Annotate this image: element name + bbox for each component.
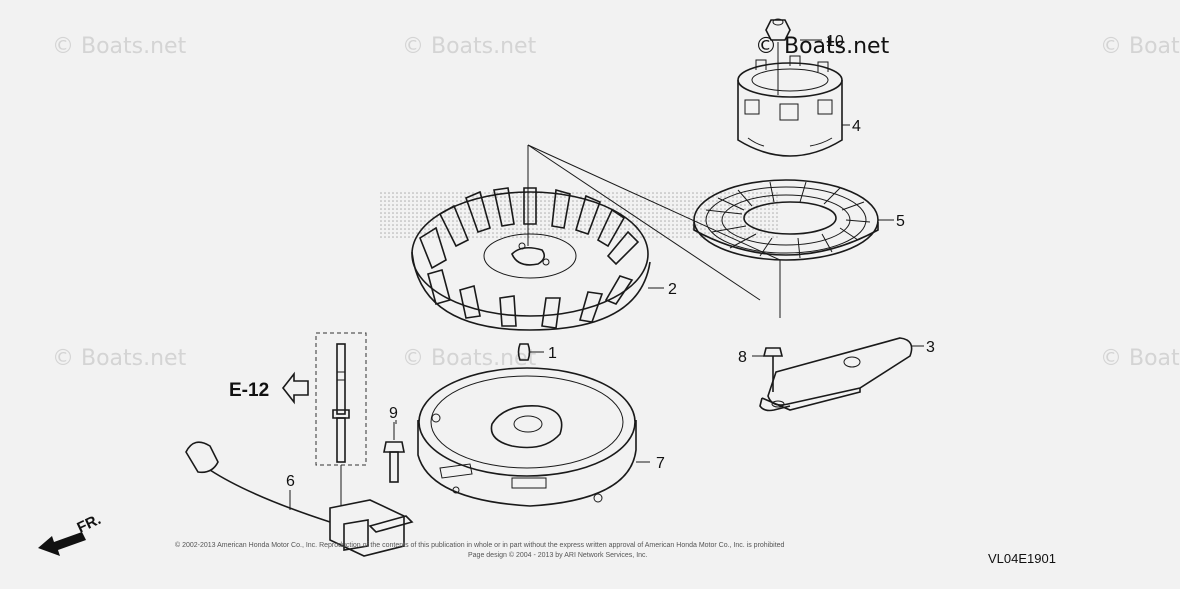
callout-1: 1 <box>548 345 557 362</box>
watermark: © Boats.net <box>52 34 187 59</box>
part-bolt-8 <box>752 347 784 392</box>
diagram-code: VL04E1901 <box>988 551 1056 566</box>
callout-2: 2 <box>668 281 677 298</box>
callout-6: 6 <box>286 473 295 490</box>
direction-label: FR. <box>75 511 104 537</box>
callout-9: 9 <box>389 405 398 422</box>
part-key <box>517 343 544 361</box>
callout-4: 4 <box>852 118 861 135</box>
reference-arrow <box>281 371 309 405</box>
watermark: © Boats.net <box>402 34 537 59</box>
callout-8: 8 <box>738 349 747 366</box>
part-rotor <box>417 367 650 507</box>
copyright-line-1: © 2002-2013 American Honda Motor Co., In… <box>175 541 785 549</box>
front-arrow <box>38 532 86 556</box>
watermark: © Boats.net <box>1100 34 1180 59</box>
copyright-line-2: Page design © 2004 - 2013 by ARI Network… <box>468 551 648 559</box>
watermark: © Boats.net <box>52 346 187 371</box>
assembly-lines <box>527 144 781 318</box>
part-starter-pulley <box>737 55 843 157</box>
callout-3: 3 <box>926 339 935 356</box>
part-nut <box>765 18 791 95</box>
part-ignition-coil <box>185 441 414 557</box>
part-bracket <box>759 337 924 412</box>
callout-5: 5 <box>896 213 905 230</box>
leader-lines <box>395 39 894 424</box>
watermark: © Boats.net <box>402 346 537 371</box>
callout-7: 7 <box>656 455 665 472</box>
reference-label: E-12 <box>229 380 269 401</box>
stud-assembly <box>315 332 367 505</box>
watermark: © Boats.net <box>1100 346 1180 371</box>
part-fan-screen <box>693 179 879 261</box>
part-flywheel <box>411 145 651 331</box>
part-bolt-9 <box>383 422 405 483</box>
brand-watermark: © Boats.net <box>755 34 890 59</box>
callout-10: 10 <box>826 33 844 50</box>
